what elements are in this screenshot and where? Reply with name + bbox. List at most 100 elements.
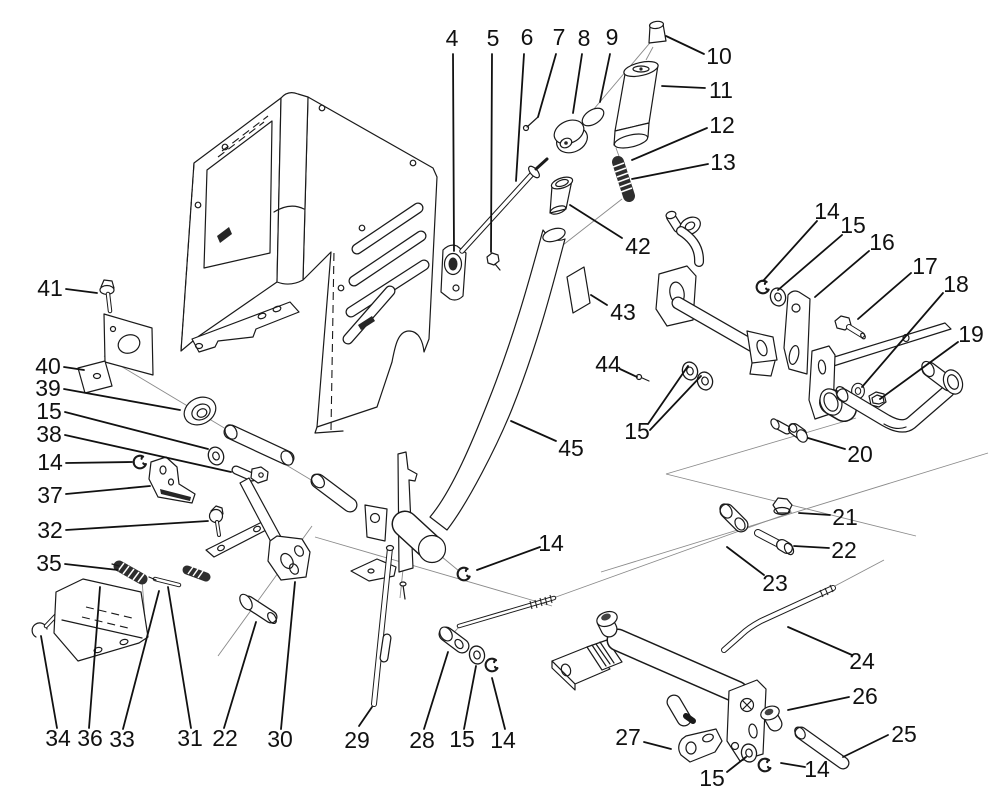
bolt-32 bbox=[208, 505, 224, 537]
callout-14: 14 bbox=[490, 677, 516, 753]
callout-12: 12 bbox=[631, 112, 735, 161]
callout-27: 27 bbox=[615, 724, 672, 750]
leader-line bbox=[599, 53, 611, 103]
spring-35 bbox=[111, 560, 148, 585]
pin-20 bbox=[770, 418, 809, 443]
callout-label: 15 bbox=[840, 212, 866, 238]
leader-line bbox=[807, 437, 846, 450]
leader-line bbox=[861, 292, 944, 388]
callout-label: 14 bbox=[814, 198, 840, 224]
leader-line bbox=[65, 485, 151, 495]
leader-line bbox=[63, 388, 181, 411]
spring-13 bbox=[612, 156, 635, 202]
callout-label: 16 bbox=[869, 229, 895, 255]
console-mount-flange bbox=[191, 301, 300, 353]
callout-label: 8 bbox=[578, 25, 591, 51]
cap-10 bbox=[648, 20, 667, 44]
leader-line bbox=[842, 734, 889, 758]
callout-label: 14 bbox=[538, 530, 564, 556]
washer-15-pair-b bbox=[694, 369, 716, 393]
callout-label: 12 bbox=[709, 112, 735, 138]
leader-line bbox=[358, 706, 373, 727]
leader-line bbox=[63, 366, 85, 371]
nut-21 bbox=[772, 497, 793, 516]
leader-line bbox=[726, 756, 747, 773]
callout-41: 41 bbox=[37, 275, 98, 301]
pad-9 bbox=[581, 107, 605, 127]
callout-label: 38 bbox=[36, 421, 62, 447]
callout-16: 16 bbox=[814, 229, 895, 298]
callout-label: 22 bbox=[212, 725, 238, 751]
leader-line bbox=[280, 581, 296, 730]
callout-22: 22 bbox=[212, 621, 257, 751]
callout-label: 10 bbox=[706, 43, 732, 69]
callout-label: 15 bbox=[699, 765, 725, 791]
washer-15-pair-a bbox=[679, 359, 701, 383]
callout-label: 14 bbox=[804, 756, 830, 782]
console-decal bbox=[217, 227, 232, 243]
callout-label: 15 bbox=[36, 398, 62, 424]
callout-label: 21 bbox=[832, 504, 858, 530]
callout-14: 14 bbox=[476, 530, 564, 571]
callout-17: 17 bbox=[857, 253, 938, 320]
leader-line bbox=[64, 411, 209, 450]
callout-9: 9 bbox=[599, 24, 618, 103]
callout-4: 4 bbox=[446, 25, 459, 252]
callout-label: 17 bbox=[912, 253, 938, 279]
e-clip-14-center bbox=[455, 565, 472, 583]
leader-line bbox=[798, 512, 831, 516]
leader-line bbox=[647, 365, 689, 425]
bolt-5 bbox=[486, 252, 501, 271]
callout-label: 4 bbox=[446, 25, 459, 51]
callout-43: 43 bbox=[590, 294, 636, 325]
leader-line bbox=[619, 368, 638, 378]
callout-label: 33 bbox=[109, 726, 135, 752]
callout-label: 7 bbox=[553, 24, 566, 50]
callout-14: 14 bbox=[780, 756, 830, 782]
damper-11 bbox=[613, 60, 659, 149]
callout-7: 7 bbox=[537, 24, 566, 118]
leader-line bbox=[631, 127, 708, 161]
callout-42: 42 bbox=[569, 204, 651, 259]
latch-plate-36 bbox=[53, 578, 149, 662]
console-screw-holes bbox=[194, 104, 417, 292]
knob-8 bbox=[553, 119, 588, 154]
bolt-17 bbox=[834, 315, 866, 340]
callout-label: 11 bbox=[709, 77, 733, 103]
callout-44: 44 bbox=[595, 351, 638, 378]
leader-line bbox=[223, 621, 257, 729]
leader-line bbox=[726, 546, 765, 576]
grommet-39 bbox=[183, 396, 217, 426]
callout-15: 15 bbox=[624, 365, 702, 444]
bushing-26 bbox=[760, 705, 783, 732]
leader-line bbox=[661, 85, 706, 89]
leader-line bbox=[569, 204, 623, 239]
callout-22: 22 bbox=[793, 537, 857, 563]
callout-label: 29 bbox=[344, 727, 370, 753]
lever-45 bbox=[429, 227, 566, 531]
callout-label: 25 bbox=[891, 721, 917, 747]
callout-label: 45 bbox=[558, 435, 584, 461]
callout-label: 22 bbox=[831, 537, 857, 563]
callout-15: 15 bbox=[699, 756, 747, 791]
callout-label: 44 bbox=[595, 351, 621, 377]
callout-8: 8 bbox=[572, 25, 591, 114]
callout-label: 32 bbox=[37, 517, 63, 543]
lever-plate-30 bbox=[239, 477, 311, 581]
callout-label: 14 bbox=[37, 449, 63, 475]
leader-line bbox=[857, 272, 912, 320]
bushing-28 bbox=[438, 626, 470, 654]
spring-31 bbox=[182, 565, 211, 582]
callout-label: 15 bbox=[449, 726, 475, 752]
bracket-37 bbox=[148, 456, 196, 504]
callout-10: 10 bbox=[665, 35, 732, 69]
leader-line bbox=[780, 762, 806, 768]
leader-line bbox=[787, 696, 850, 711]
callout-label: 14 bbox=[490, 727, 516, 753]
callout-33: 33 bbox=[109, 590, 160, 752]
leader-line bbox=[64, 434, 232, 473]
bolt-22-right bbox=[754, 529, 795, 556]
leader-line bbox=[665, 35, 705, 55]
center-pivot-assembly bbox=[310, 451, 447, 600]
callout-36: 36 bbox=[77, 586, 103, 751]
